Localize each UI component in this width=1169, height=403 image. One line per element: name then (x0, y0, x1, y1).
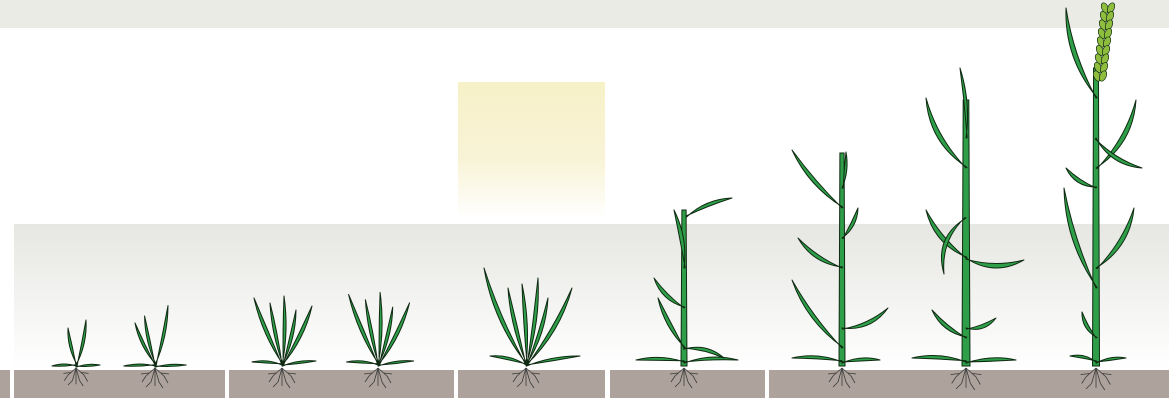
leaf (686, 198, 732, 217)
ground-haze (14, 224, 1169, 370)
soil-strip (0, 370, 1169, 398)
stem (962, 100, 970, 366)
leaf (792, 150, 843, 208)
stem (1093, 68, 1100, 366)
soil-segment (229, 370, 454, 398)
soil-segment (14, 370, 225, 398)
stage-highlight (458, 82, 605, 220)
top-band (0, 0, 1169, 28)
soil-segment (610, 370, 765, 398)
stem (839, 153, 845, 366)
leaf (926, 98, 967, 168)
soil-segment (0, 370, 10, 398)
leaf (1066, 168, 1097, 188)
